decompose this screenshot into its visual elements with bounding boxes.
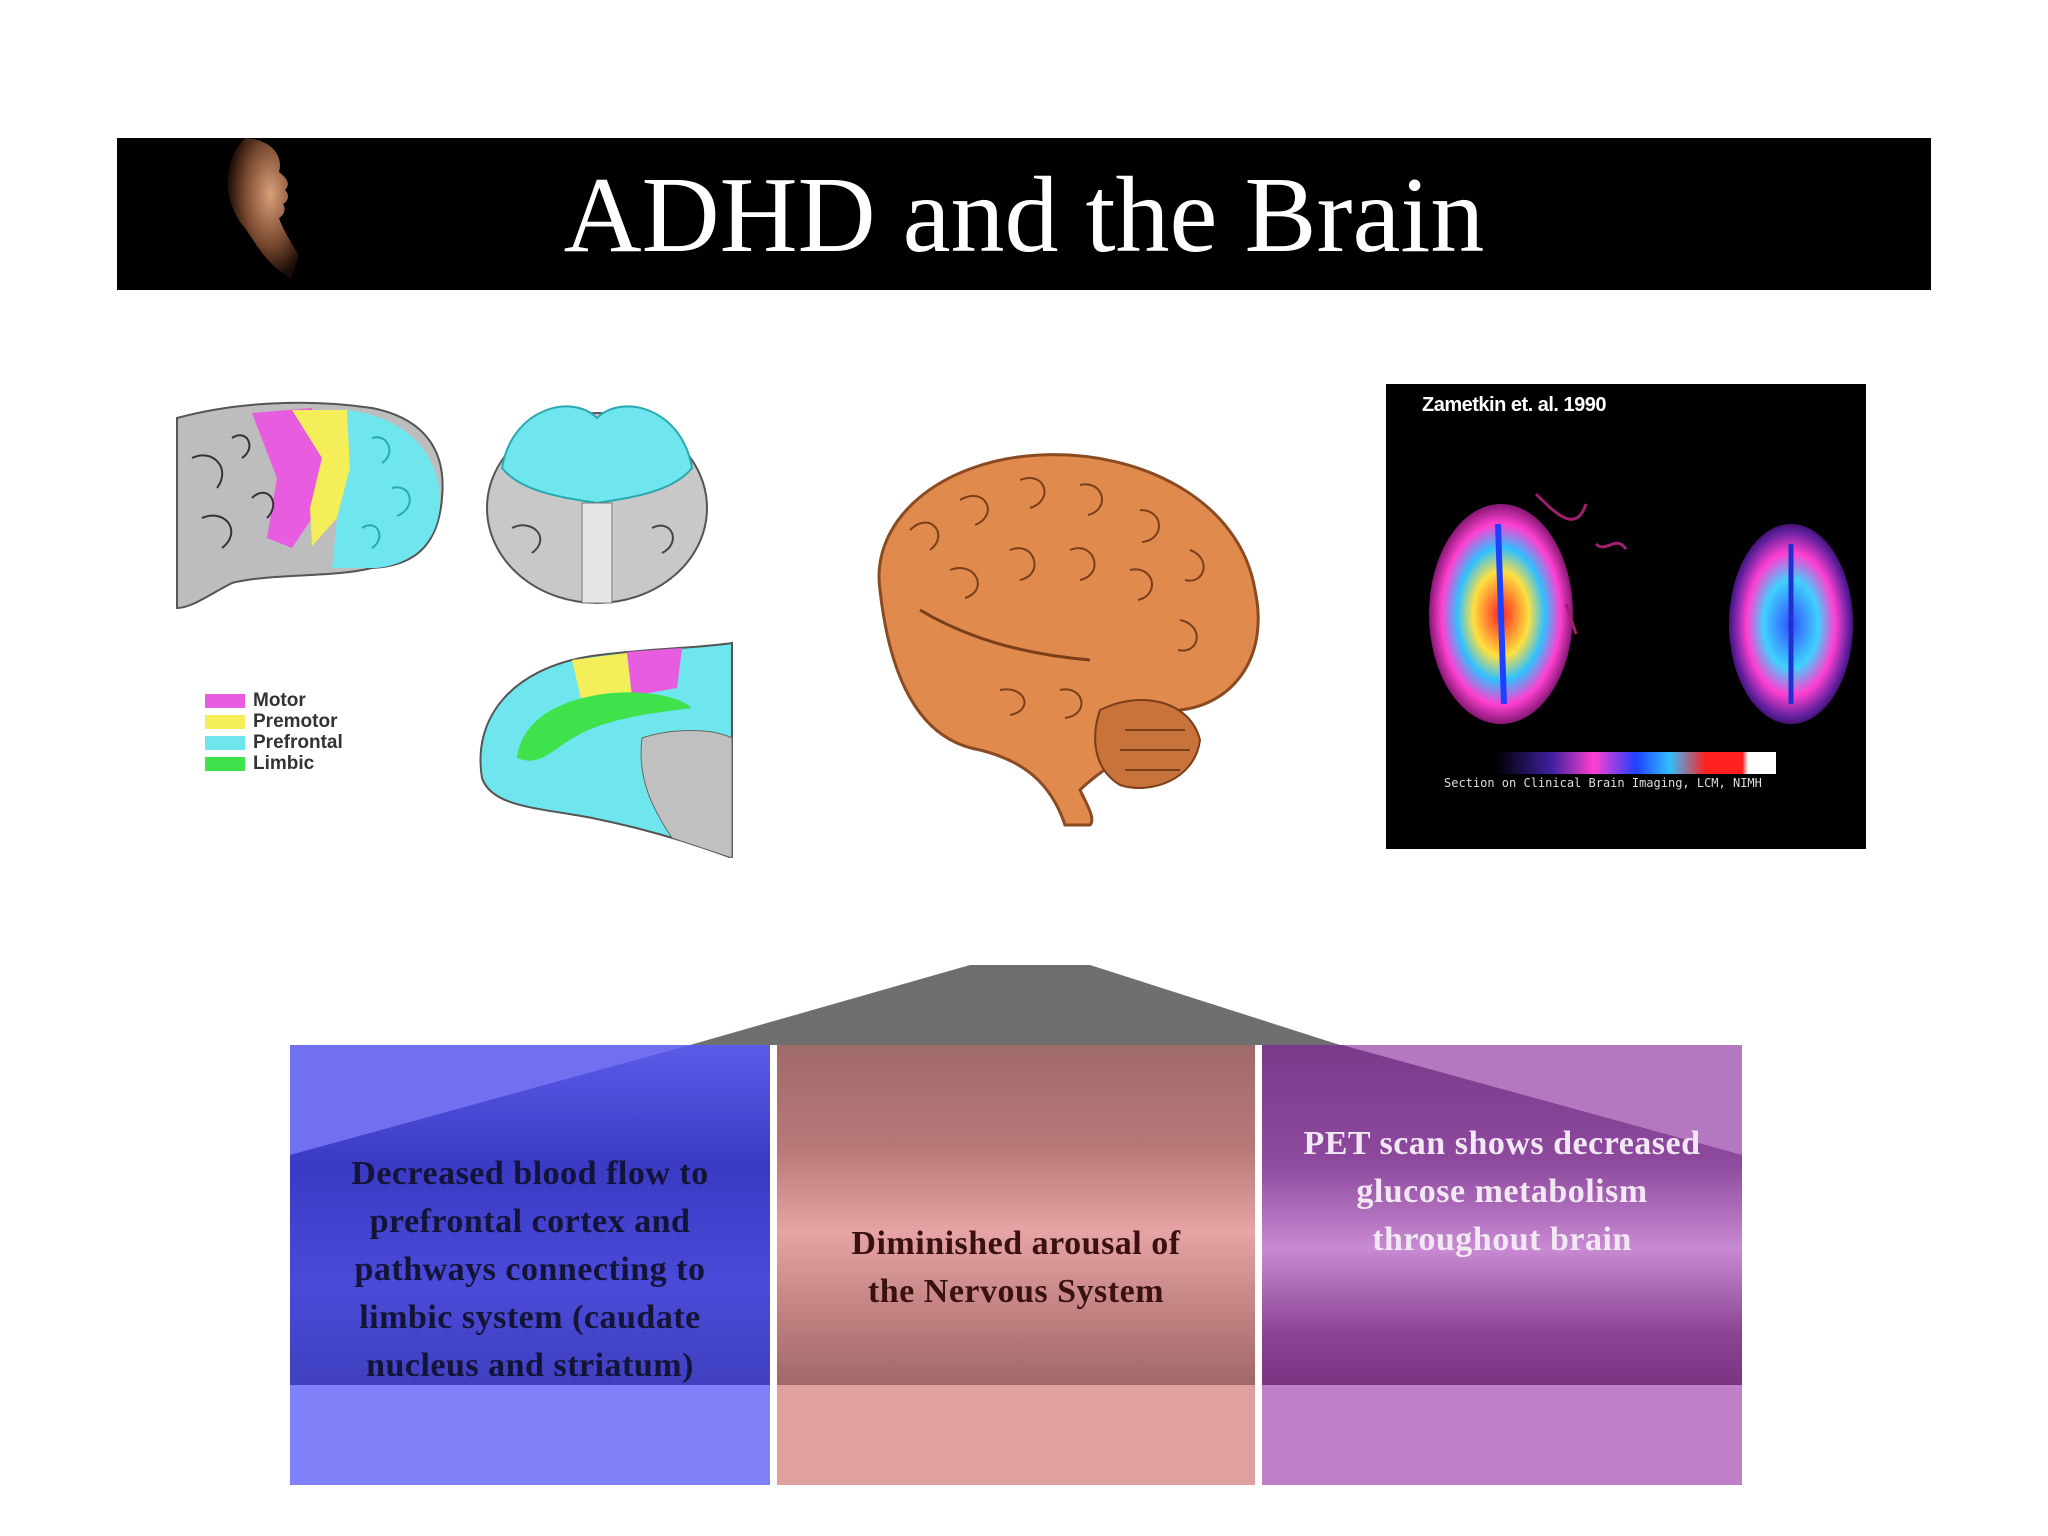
legend-item: Premotor [205,711,343,732]
legend-label: Prefrontal [253,732,343,753]
panel-divider [1255,1045,1261,1485]
roof-shape [690,965,1340,1045]
legend-item: Prefrontal [205,732,343,753]
legend-item: Motor [205,690,343,711]
lateral-brain-view [176,401,444,610]
pet-scan-image: Zametkin et. al. 1990 [1386,384,1866,849]
panel-roof-overlay [290,1045,690,1155]
legend-swatch [205,756,245,771]
arousal-panel: Diminished arousal of the Nervous System [777,1045,1255,1485]
brain-regions-diagram [176,401,733,858]
arousal-text: Diminished arousal of the Nervous System [851,1225,1181,1310]
panel-divider [770,1045,776,1485]
legend-label: Premotor [253,711,338,732]
legend-swatch [205,735,245,750]
legend-label: Limbic [253,753,315,774]
blood-flow-panel: Decreased blood flow to prefrontal corte… [290,1045,770,1485]
panel-roof-overlay [1342,1045,1742,1155]
pet-scan-panel: PET scan shows decreased glucose metabol… [1262,1045,1742,1485]
pet-scan-text: PET scan shows decreased glucose metabol… [1303,1125,1701,1258]
legend-label: Motor [253,690,306,711]
brain-illustration [877,453,1260,827]
pet-scan-graphic [1429,492,1853,774]
brain-regions-legend: Motor Premotor Prefrontal Limbic [205,690,343,774]
medial-brain-view [479,641,733,858]
legend-swatch [205,714,245,729]
legend-swatch [205,693,245,708]
legend-item: Limbic [205,753,343,774]
inferior-brain-view [486,405,708,604]
face-silhouette-image [227,138,299,278]
pet-scan-credit: Section on Clinical Brain Imaging, LCM, … [1444,776,1762,790]
panel-shade [777,1045,1255,1385]
blood-flow-text: Decreased blood flow to prefrontal corte… [351,1155,709,1384]
pet-scan-caption: Zametkin et. al. 1990 [1422,394,1607,416]
slide-title: ADHD and the Brain [563,156,1485,275]
title-bar: ADHD and the Brain [117,138,1931,290]
